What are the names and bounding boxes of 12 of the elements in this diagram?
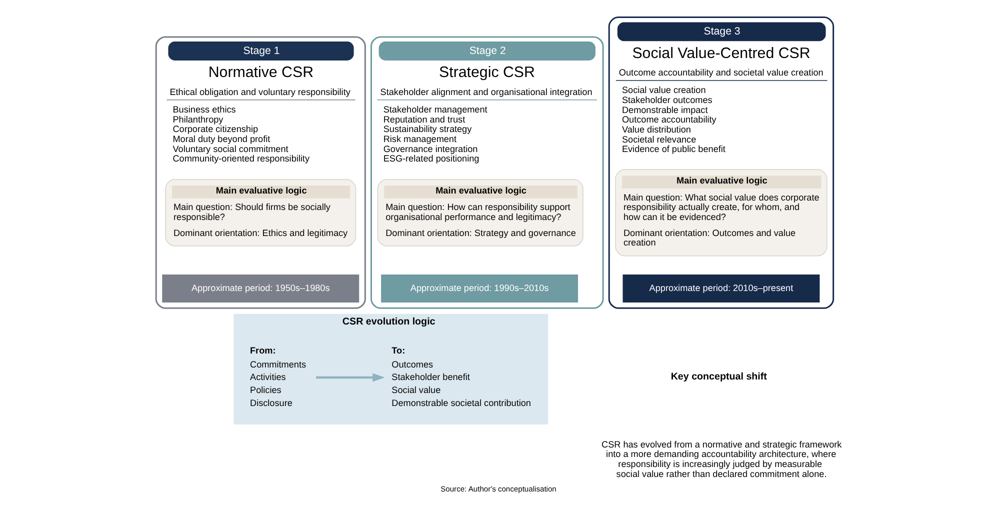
- node-box: Main evaluative logic Main question: How can responsibility support organisational performance and legitimacy? Dominant orientation: Strategy and governance: [377, 179, 584, 246]
- caption: Source: Author's conceptualisation: [440, 484, 556, 494]
- arrow: [316, 373, 385, 382]
- node-box: Approximate period: 1990s–2010s: [381, 274, 578, 302]
- label: CSR has evolved from a normative and strategic framework into a more demanding accountability architecture, where responsibility is increasingly judged by measurable social value rather than declared commitment alone.: [602, 439, 842, 479]
- node-box: Approximate period: 2010s–present: [622, 274, 820, 302]
- node-box: Main evaluative logic Main question: Should firms be socially responsible? Dominant orientation: Ethics and legitimacy: [165, 179, 356, 246]
- node-text: To: Outcomes Stakeholder benefit Social value Demonstrable societal contribution: [392, 346, 531, 408]
- label: Key conceptual shift: [670, 371, 767, 382]
- node-text: From: Commitments Activities Policies Disclosure: [250, 346, 306, 408]
- node-box: Main evaluative logic Main question: What social value does corporate responsibility actually create, for whom, and how can it be evidenced? Dominant orientation: Outcomes and value creation: [615, 169, 828, 256]
- node-box: Approximate period: 1950s–1980s: [162, 274, 360, 302]
